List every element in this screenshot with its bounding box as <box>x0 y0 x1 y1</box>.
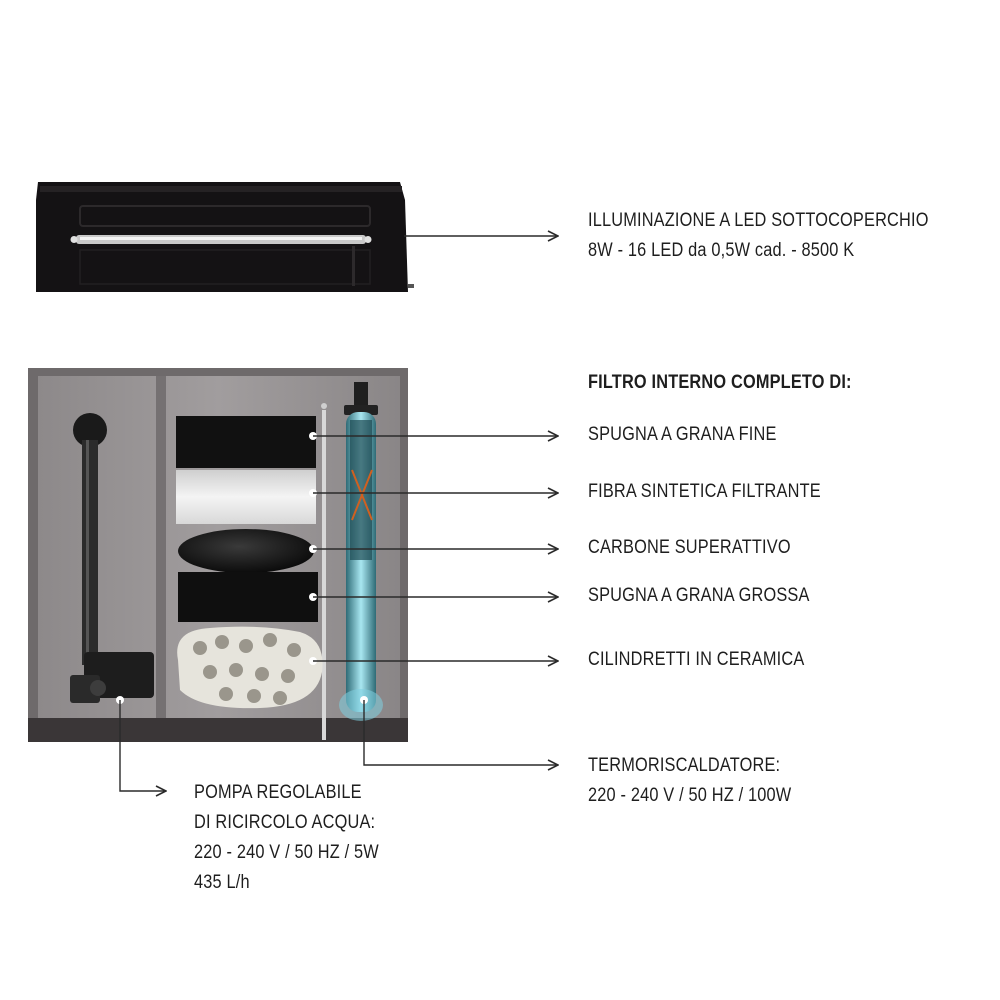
filter-heading: FILTRO INTERNO COMPLETO DI: <box>588 372 852 393</box>
pump-line-2: DI RICIRCOLO ACQUA: <box>194 812 376 833</box>
pump-line-1: POMPA REGOLABILE <box>194 782 362 803</box>
fine-sponge-illustration <box>176 416 316 468</box>
led-light-bar <box>70 235 372 244</box>
aquarium-back-filter-illustration <box>28 368 408 742</box>
callout-arrow-pump <box>119 700 166 791</box>
filter-item-carbon: CARBONE SUPERATTIVO <box>588 537 791 558</box>
filter-item-fine-sponge: SPUGNA A GRANA FINE <box>588 424 777 445</box>
heater-illustration <box>339 382 383 721</box>
filter-item-ceramic-rings: CILINDRETTI IN CERAMICA <box>588 649 805 670</box>
heater-line-2: 220 - 240 V / 50 HZ / 100W <box>588 785 792 806</box>
filter-item-coarse-sponge: SPUGNA A GRANA GROSSA <box>588 585 810 606</box>
pump-label: POMPA REGOLABILE DI RICIRCOLO ACQUA: 220… <box>194 778 379 898</box>
synthetic-fiber-illustration <box>176 470 316 524</box>
lid-light-label: ILLUMINAZIONE A LED SOTTOCOPERCHIO 8W - … <box>588 206 929 266</box>
callout-arrow-heater <box>363 700 558 765</box>
ceramic-rings-illustration <box>177 626 323 709</box>
aquarium-lid-illustration <box>36 182 414 292</box>
pump-illustration <box>70 413 154 703</box>
pump-line-3: 220 - 240 V / 50 HZ / 5W <box>194 842 379 863</box>
heater-label: TERMORISCALDATORE: 220 - 240 V / 50 HZ /… <box>588 751 791 811</box>
coarse-sponge-illustration <box>178 572 318 622</box>
filter-item-synthetic-fiber: FIBRA SINTETICA FILTRANTE <box>588 481 821 502</box>
lid-light-line-1: ILLUMINAZIONE A LED SOTTOCOPERCHIO <box>588 210 929 231</box>
callout-lines <box>119 236 558 791</box>
carbon-illustration <box>178 529 314 573</box>
heater-line-1: TERMORISCALDATORE: <box>588 755 781 776</box>
pump-line-4: 435 L/h <box>194 872 250 893</box>
lid-light-line-2: 8W - 16 LED da 0,5W cad. - 8500 K <box>588 240 855 261</box>
